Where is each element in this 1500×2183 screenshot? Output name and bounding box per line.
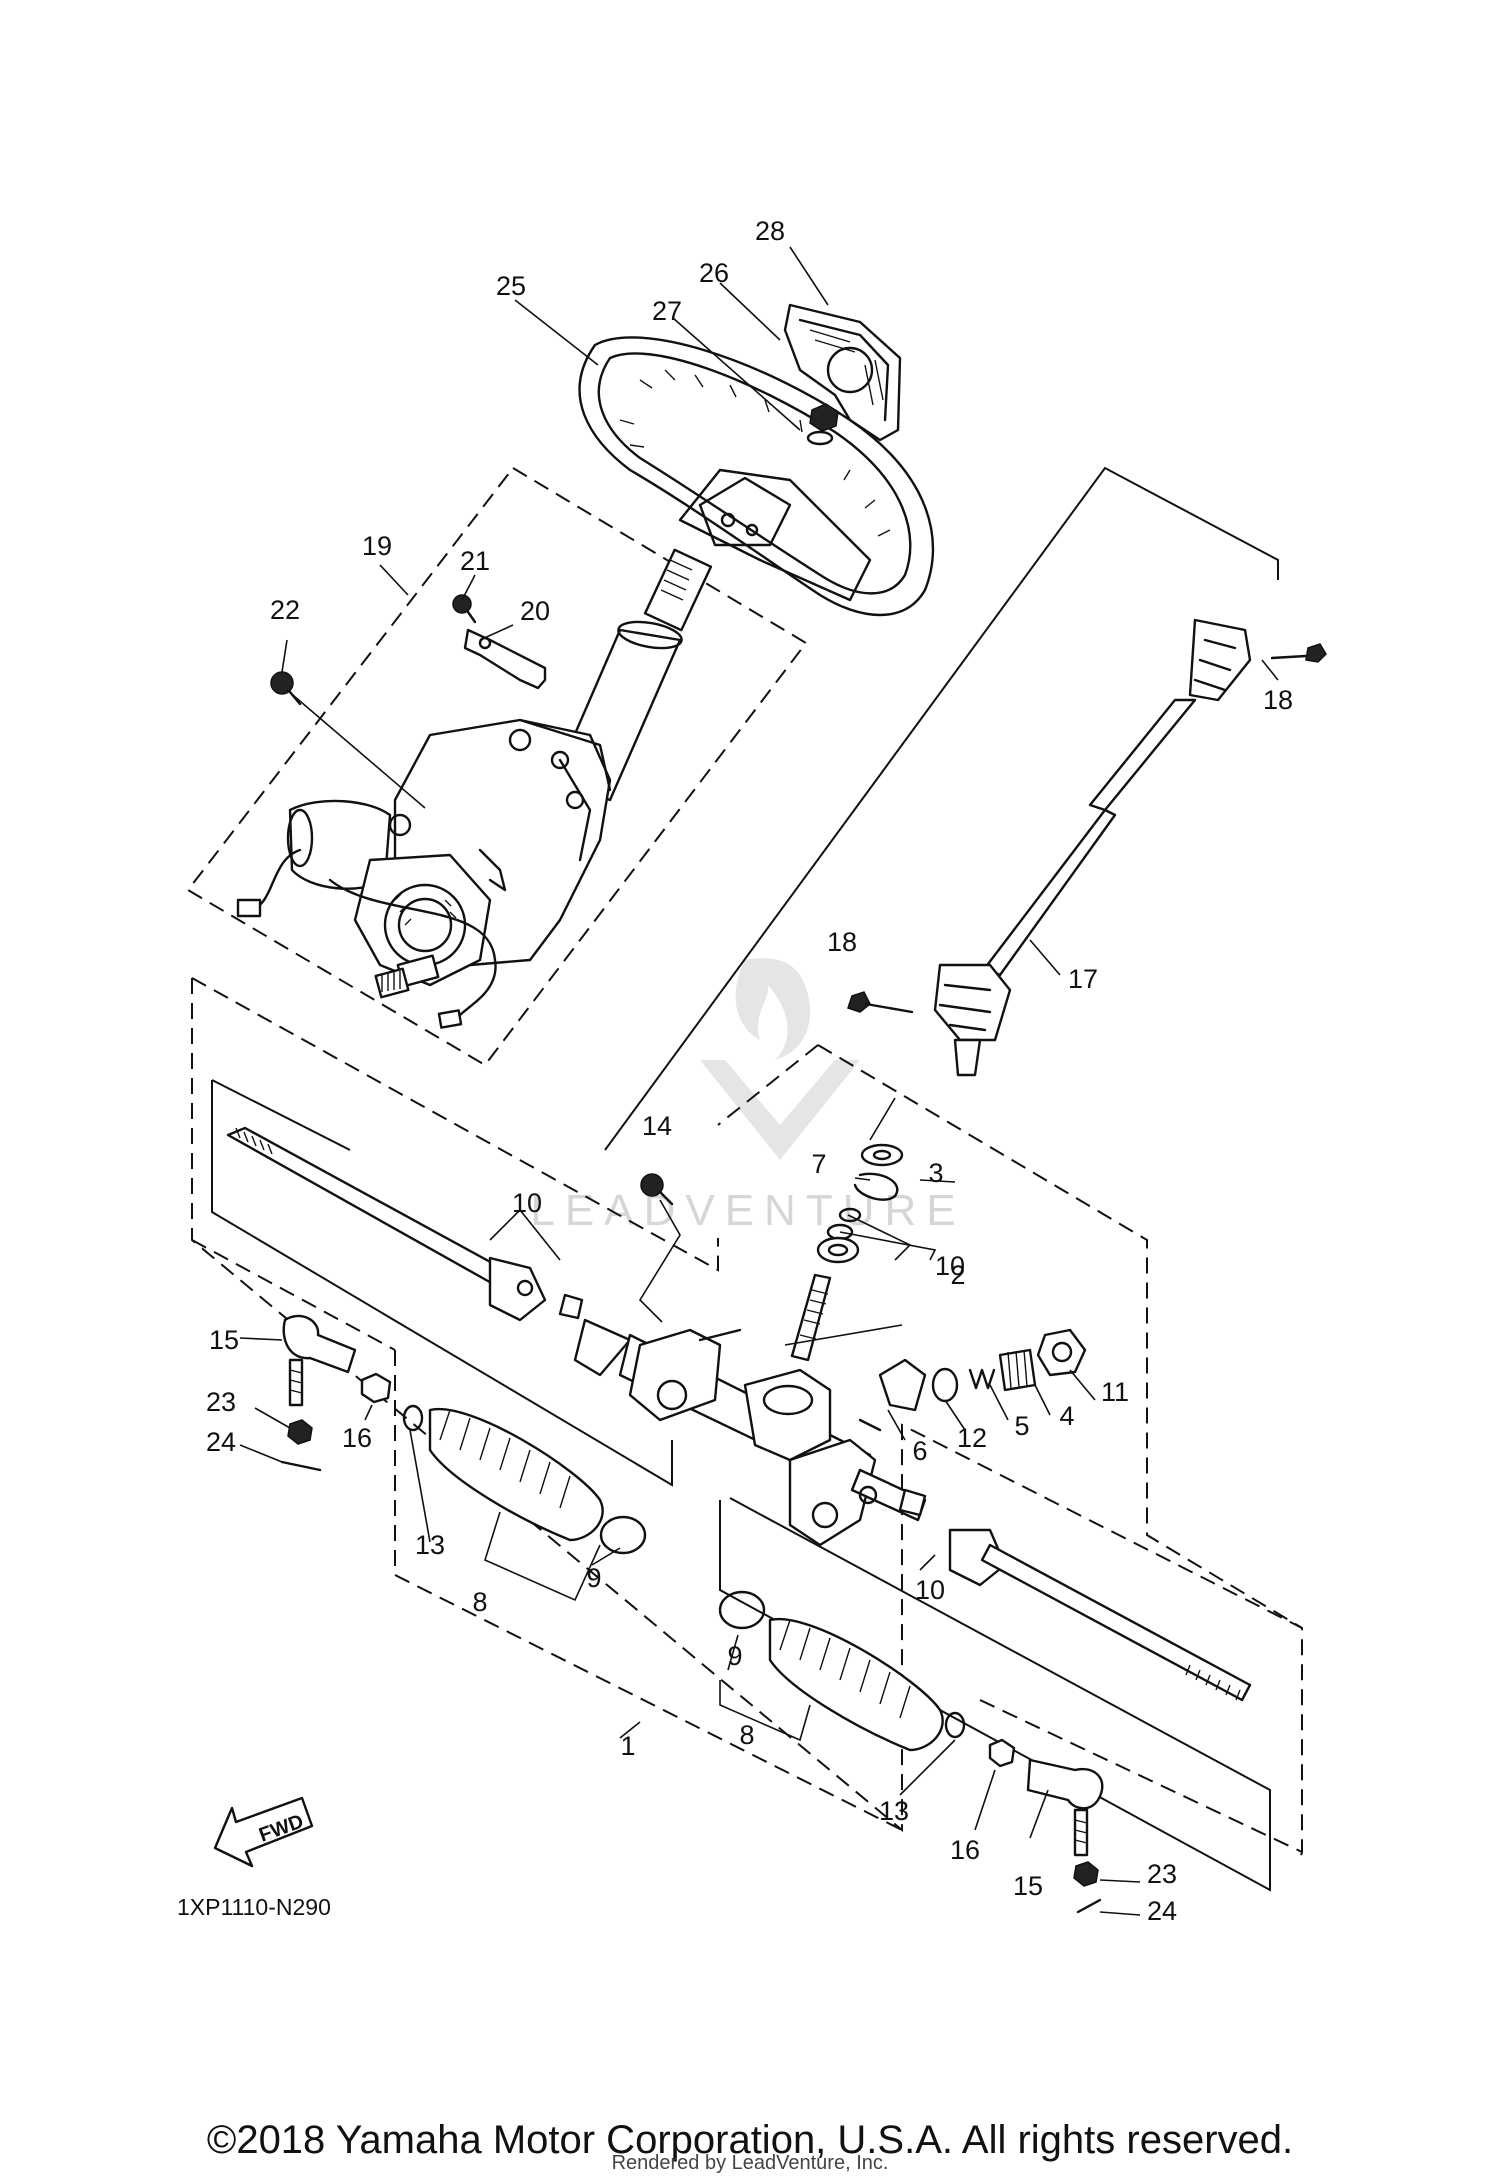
right-tie-rod-frame — [719, 1497, 1271, 1892]
nut-23-right — [1073, 1861, 1099, 1887]
bolt-18-upper — [1270, 643, 1327, 663]
intermediate-shaft — [933, 618, 1252, 1077]
callout-13-left: 13 — [415, 1530, 445, 1560]
steering-wheel-washer — [806, 430, 834, 446]
fwd-arrow: FWD — [213, 1796, 314, 1868]
leadventure-watermark: LEADVENTURE — [530, 958, 965, 1235]
callout-17: 17 — [1068, 964, 1098, 994]
rack-guide — [878, 1358, 927, 1412]
callout-10-middle: 10 — [935, 1251, 965, 1281]
callout-25: 25 — [496, 271, 526, 301]
callout-8-right: 8 — [739, 1720, 754, 1750]
o-ring — [931, 1367, 959, 1403]
callout-27: 27 — [652, 296, 682, 326]
boot-clamp-right — [718, 1590, 766, 1630]
callout-14: 14 — [642, 1111, 672, 1141]
callout-24-left: 24 — [206, 1427, 236, 1457]
bolt-21 — [452, 594, 477, 624]
callout-10-upper: 10 — [512, 1188, 542, 1218]
callout-3: 3 — [928, 1158, 943, 1188]
leader-lines — [239, 246, 1279, 1916]
steering-wheel — [578, 336, 935, 617]
callout-6: 6 — [912, 1436, 927, 1466]
callout-5: 5 — [1014, 1411, 1029, 1441]
tie-rod-end-group-box — [979, 1699, 1303, 1853]
boot-band-right — [944, 1711, 966, 1739]
lock-nut — [1036, 1328, 1087, 1377]
callout-26: 26 — [699, 258, 729, 288]
cotter-pin-right — [1076, 1898, 1102, 1914]
callout-16-left: 16 — [342, 1423, 372, 1453]
callout-9-left: 9 — [586, 1563, 601, 1593]
diagram-code: 1XP1110-N290 — [177, 1894, 331, 1920]
bolt-14 — [640, 1173, 674, 1206]
callout-15-right: 15 — [1013, 1871, 1043, 1901]
column-bracket — [463, 628, 547, 690]
callout-10-lower: 10 — [915, 1575, 945, 1605]
callout-18-lower: 18 — [827, 927, 857, 957]
right-tie-rod — [898, 1488, 1252, 1702]
boot-band-left — [402, 1404, 424, 1432]
callout-21: 21 — [460, 546, 490, 576]
boot-clamp-left — [599, 1515, 647, 1555]
copyright-notice: ©2018 Yamaha Motor Corporation, U.S.A. A… — [206, 2118, 1294, 2162]
nut-23-left — [287, 1419, 313, 1445]
nut-16-right — [988, 1738, 1016, 1768]
nut-16-left — [360, 1372, 392, 1404]
bolt-18-lower — [847, 991, 914, 1014]
callout-labels: 1 2 3 4 5 6 7 8 8 9 9 10 10 10 11 12 13 … — [206, 216, 1293, 1926]
pinion-bearing-set — [816, 1207, 862, 1264]
callout-19: 19 — [362, 531, 392, 561]
seal-washer — [860, 1143, 904, 1167]
left-tie-rod — [226, 1126, 584, 1322]
callout-16-right: 16 — [950, 1835, 980, 1865]
circlip — [853, 1172, 899, 1201]
watermark-text: LEADVENTURE — [530, 1186, 965, 1235]
left-tie-rod-frame — [211, 1079, 673, 1487]
intermediate-shaft-frame — [604, 466, 1279, 1151]
boot-left — [428, 1407, 604, 1542]
callout-2: 2 — [950, 1260, 965, 1290]
callout-11: 11 — [1101, 1377, 1129, 1407]
callout-23-left: 23 — [206, 1387, 236, 1417]
rack-housing — [573, 1318, 927, 1547]
tie-rod-end-right — [1026, 1758, 1104, 1857]
adjusting-screw — [998, 1348, 1037, 1392]
tie-rod-end-left — [282, 1314, 357, 1407]
callout-24-right: 24 — [1147, 1896, 1177, 1926]
callout-12: 12 — [957, 1423, 987, 1453]
boot-right — [768, 1617, 944, 1752]
callout-4: 4 — [1059, 1401, 1074, 1431]
bolt-22 — [270, 671, 302, 706]
callout-28: 28 — [755, 216, 785, 246]
callout-20: 20 — [520, 596, 550, 626]
callout-7: 7 — [811, 1149, 826, 1179]
steering-cover — [783, 303, 902, 442]
steering-column-group-box — [186, 467, 808, 1067]
cotter-pin-left — [280, 1460, 322, 1472]
rendered-by-notice: Rendered by LeadVenture, Inc. — [611, 2152, 889, 2174]
steering-column — [236, 548, 713, 1029]
pinion-shaft — [790, 1273, 832, 1362]
callout-9-right: 9 — [727, 1641, 742, 1671]
callout-22: 22 — [270, 595, 300, 625]
callout-18-upper: 18 — [1263, 685, 1293, 715]
callout-23-right: 23 — [1147, 1859, 1177, 1889]
steering-wheel-nut — [809, 403, 839, 432]
callout-13-right: 13 — [879, 1796, 909, 1826]
spring — [968, 1368, 996, 1390]
callout-15-left: 15 — [209, 1325, 239, 1355]
callout-1: 1 — [620, 1731, 635, 1761]
callout-8-left: 8 — [472, 1587, 487, 1617]
